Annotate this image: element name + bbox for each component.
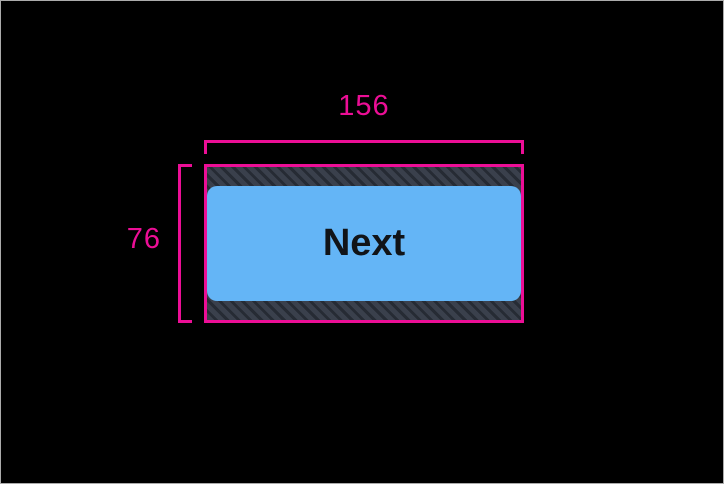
width-measurement-bracket (204, 140, 524, 154)
width-dimension-label: 156 (338, 90, 390, 122)
height-dimension-label: 76 (126, 223, 161, 255)
selected-widget-bounds: Next (204, 164, 524, 323)
next-button[interactable]: Next (207, 186, 521, 301)
height-measurement-bracket (178, 164, 192, 323)
